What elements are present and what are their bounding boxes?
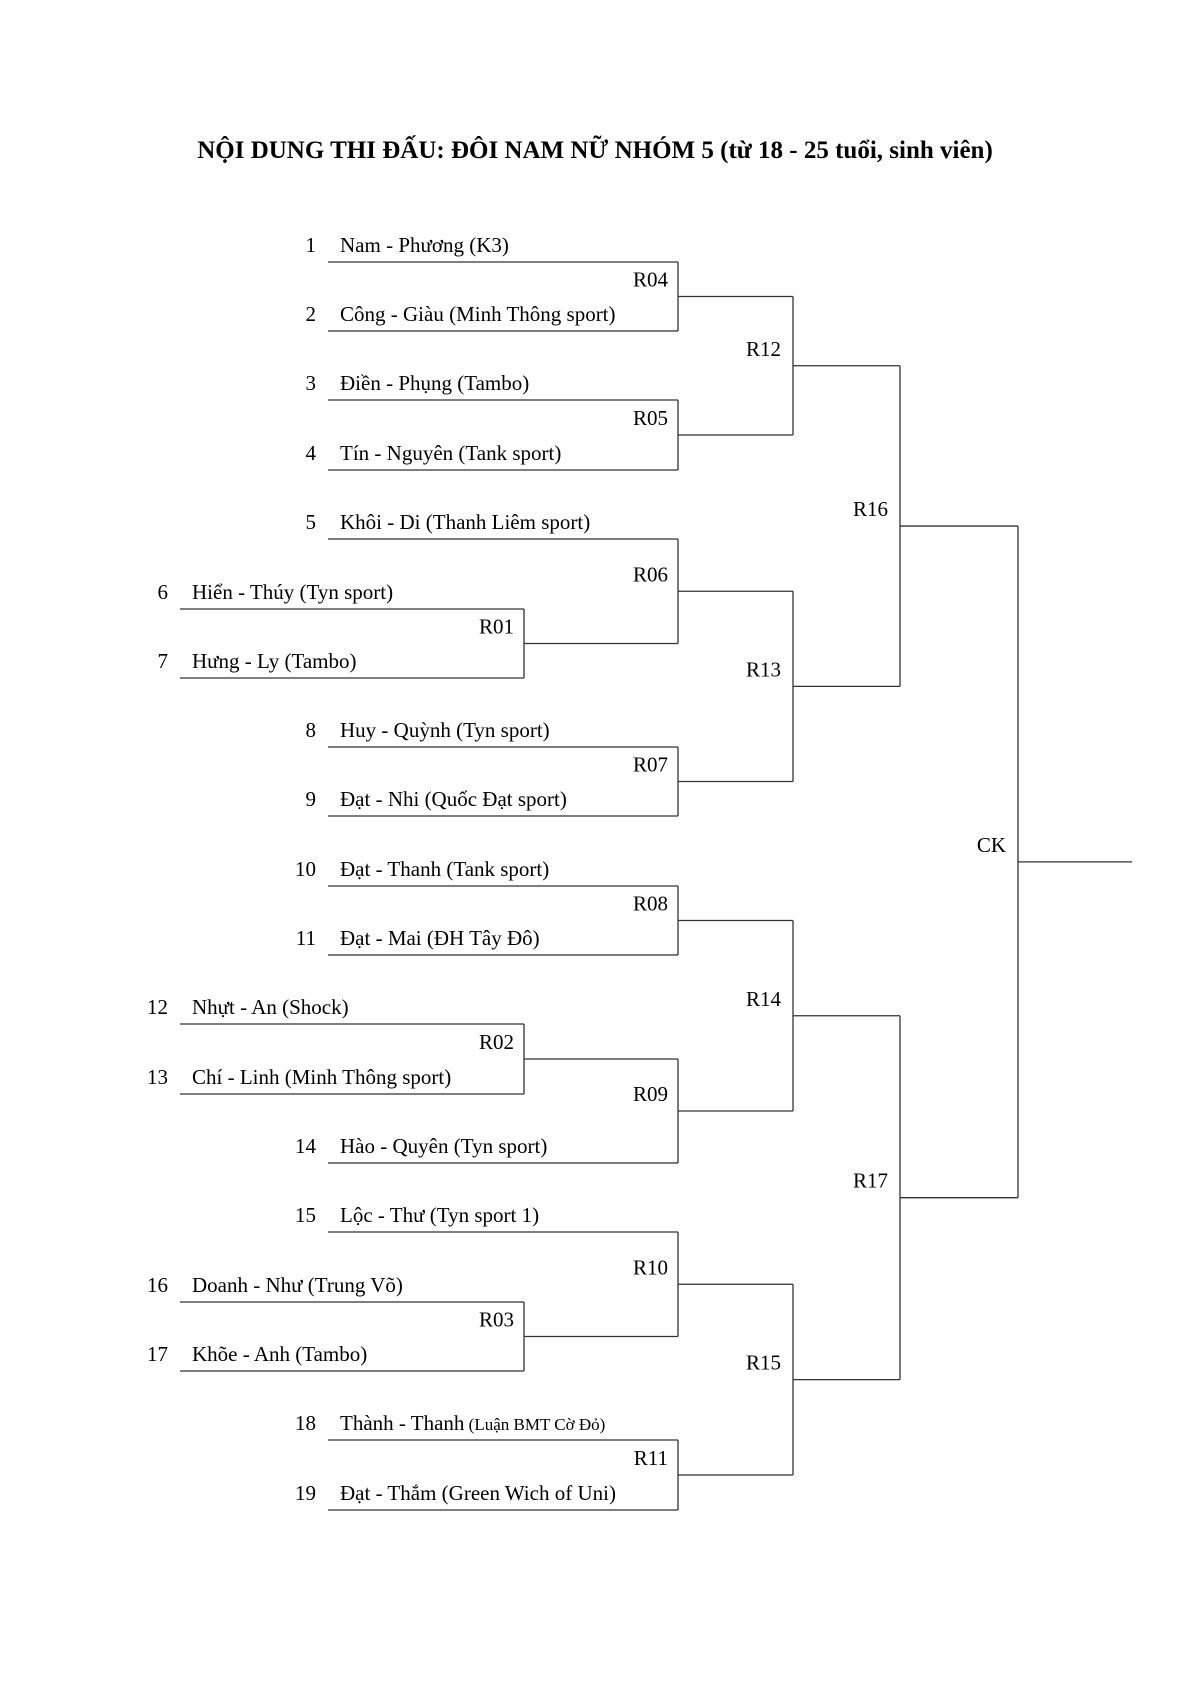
team-name: Tín - Nguyên (Tank sport) [340,441,561,465]
team-name: Chí - Linh (Minh Thông sport) [192,1065,451,1089]
team-name: Đạt - Mai (ĐH Tây Đô) [340,926,540,950]
team-name: Lộc - Thư (Tyn sport 1) [340,1203,539,1227]
seed-number: 3 [306,371,317,395]
team-name: Đạt - Nhi (Quốc Đạt sport) [340,787,567,811]
round-label: R05 [633,406,668,430]
seed-number: 14 [295,1134,317,1158]
seed-number: 12 [147,995,168,1019]
team-name: Công - Giàu (Minh Thông sport) [340,302,616,326]
team-name: Hào - Quyên (Tyn sport) [340,1134,547,1158]
team-name: Đạt - Thanh (Tank sport) [340,857,549,881]
team-name: Đạt - Thắm (Green Wich of Uni) [340,1481,616,1505]
team-name: Huy - Quỳnh (Tyn sport) [340,718,550,742]
seed-number: 6 [158,580,169,604]
seed-number: 9 [306,787,317,811]
round-label: R13 [746,657,781,681]
team-name: Điền - Phụng (Tambo) [340,371,529,395]
team-name: Doanh - Như (Trung Võ) [192,1273,403,1297]
round-label: R08 [633,892,668,916]
team-club: (Luận BMT Cờ Đỏ) [464,1415,605,1434]
round-label: R17 [853,1169,888,1193]
round-label: R03 [479,1308,514,1332]
seed-number: 13 [147,1065,168,1089]
round-label: R14 [746,987,782,1011]
seed-number: 17 [147,1342,168,1366]
round-label: R10 [633,1255,668,1279]
seed-number: 5 [306,510,317,534]
round-label: R07 [633,753,668,777]
seed-number: 4 [306,441,317,465]
seed-number: 1 [306,233,317,257]
team-name: Nam - Phương (K3) [340,233,509,257]
round-label: R01 [479,615,514,639]
round-label: R16 [853,497,888,521]
round-label: R12 [746,337,781,361]
round-label: R02 [479,1030,514,1054]
seed-number: 19 [295,1481,316,1505]
page-title: NỘI DUNG THI ĐẤU: ĐÔI NAM NỮ NHÓM 5 (từ … [197,137,993,164]
team-name-part: Thành - Thanh [340,1411,465,1435]
round-label: R11 [634,1446,668,1470]
team-name: Hiển - Thúy (Tyn sport) [192,580,393,604]
team-name: Hưng - Ly (Tambo) [192,649,356,673]
team-name: Nhựt - An (Shock) [192,995,349,1019]
seed-number: 11 [296,926,316,950]
seed-number: 10 [295,857,316,881]
round-label: R15 [746,1351,781,1375]
seed-number: 15 [295,1203,316,1227]
team-name: Khõe - Anh (Tambo) [192,1342,367,1366]
round-label: R04 [633,268,669,292]
seed-number: 16 [147,1273,168,1297]
team-name: Khôi - Di (Thanh Liêm sport) [340,510,590,534]
final-label: CK [977,833,1006,857]
seed-number: 8 [306,718,317,742]
round-label: R09 [633,1082,668,1106]
seed-number: 18 [295,1411,316,1435]
seed-number: 2 [306,302,317,326]
seed-number: 7 [158,649,169,673]
team-name: Thành - Thanh (Luận BMT Cờ Đỏ) [340,1411,605,1435]
round-label: R06 [633,562,668,586]
